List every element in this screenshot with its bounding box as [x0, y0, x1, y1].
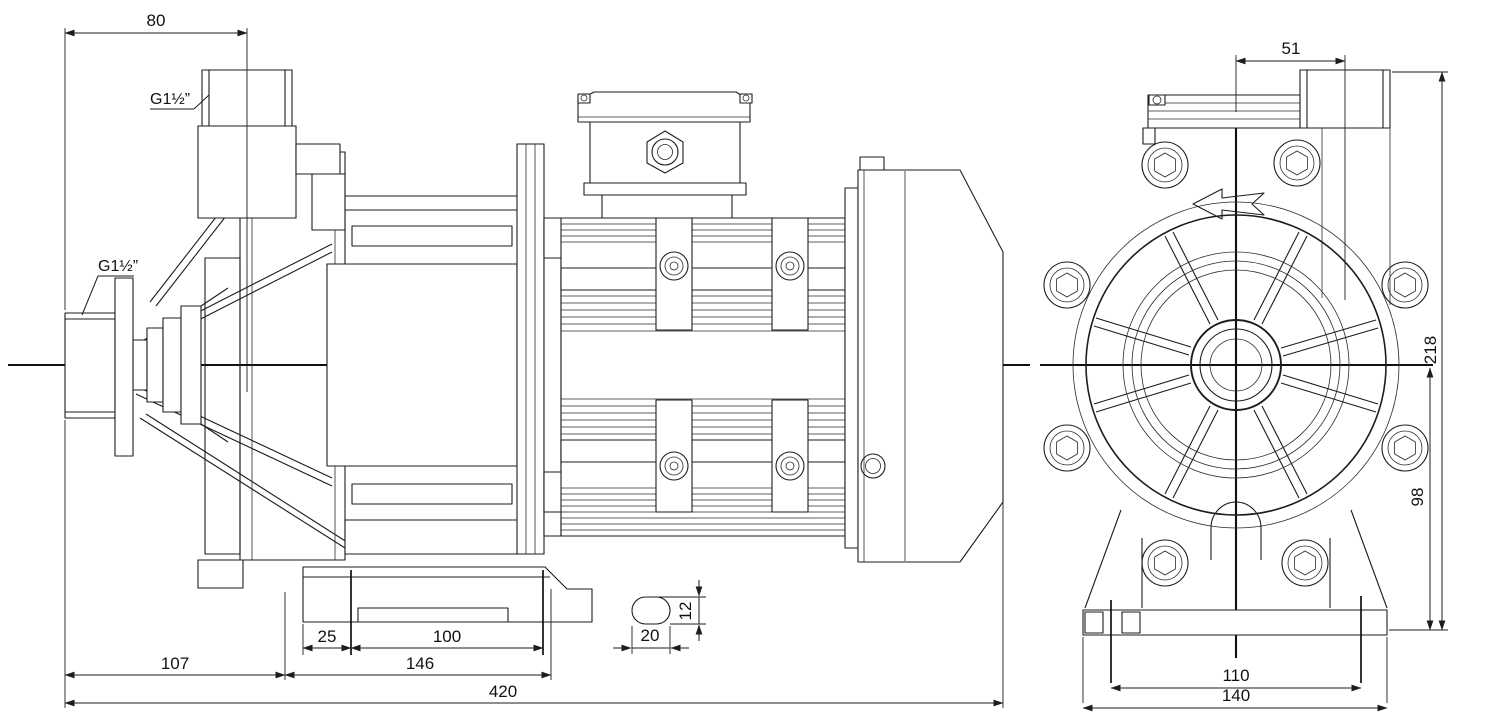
dim-20-text: 20 — [641, 626, 660, 645]
hex-bolt-icon — [1043, 261, 1091, 309]
hex-bolt-icon — [1043, 424, 1091, 472]
rubber-pad — [1121, 611, 1141, 634]
terminal-box — [577, 91, 753, 219]
tie-rod-bosses — [655, 217, 809, 513]
rubber-pad — [1084, 611, 1104, 634]
rotation-arrow-icon — [1192, 188, 1265, 220]
shaft-hub — [1190, 319, 1282, 411]
dimension-51: 51 — [1235, 39, 1346, 300]
dimension-25: 25 — [302, 570, 352, 655]
side-view — [8, 69, 1030, 625]
pump-stage-cones — [132, 175, 351, 549]
suction-port — [64, 277, 134, 457]
dimension-140: 140 — [1082, 637, 1388, 712]
dimension-20: 20 — [613, 626, 689, 654]
lifting-bolt — [859, 156, 885, 171]
hex-bolt-icon — [1381, 261, 1429, 309]
hex-bolt-icon — [1281, 539, 1329, 587]
dimension-420: 420 — [64, 258, 1004, 708]
front-view — [1040, 69, 1433, 658]
dimension-80: 80 — [64, 11, 248, 392]
cover-bolt-icon — [860, 453, 886, 479]
hex-bolt-icon — [1141, 539, 1189, 587]
dim-12-text: 12 — [676, 602, 695, 621]
dimensions: 80 G1½” G1½” 25 100 — [64, 11, 1448, 712]
dimension-110: 110 — [1110, 596, 1362, 692]
dim-100-text: 100 — [433, 627, 461, 646]
dim-25-text: 25 — [318, 627, 337, 646]
dim-51-text: 51 — [1282, 39, 1301, 58]
volute-ribs — [1093, 231, 1379, 499]
dimension-12: 12 — [658, 580, 706, 641]
dim-110-text: 110 — [1222, 666, 1249, 685]
front-top-band — [1142, 94, 1301, 145]
front-feet-base — [1082, 501, 1388, 636]
dim-140-text: 140 — [1222, 686, 1250, 705]
mounting-flange-plate — [516, 143, 545, 555]
discharge-label-text: G1½” — [150, 91, 190, 108]
hex-bolt-icon — [1381, 424, 1429, 472]
fan-cover — [844, 156, 1004, 563]
dim-218-text: 218 — [1421, 336, 1440, 364]
foot-slot-detail — [631, 596, 671, 625]
suction-label-text: G1½” — [98, 258, 138, 275]
lantern-bracket — [326, 195, 519, 555]
discharge-port — [197, 69, 346, 231]
dim-146-text: 146 — [406, 654, 434, 673]
dimension-218: 218 — [1389, 71, 1448, 631]
dim-98-text: 98 — [1408, 488, 1427, 507]
dimension-107: 107 — [64, 420, 286, 708]
volute-casing — [1072, 201, 1400, 529]
dim-80-text: 80 — [147, 11, 166, 30]
dim-420-text: 420 — [489, 682, 517, 701]
cable-gland-icon — [646, 130, 684, 174]
suction-port-label: G1½” — [81, 258, 138, 316]
hex-bolt-icon — [1273, 139, 1321, 187]
dimension-98: 98 — [1408, 367, 1434, 631]
motor — [543, 217, 846, 537]
baseplate-side — [197, 559, 593, 623]
dimension-100: 100 — [350, 570, 544, 655]
hex-bolt-icon — [1141, 141, 1189, 189]
dimension-146: 146 — [284, 589, 552, 680]
discharge-port-label: G1½” — [150, 91, 210, 110]
dim-107-text: 107 — [161, 654, 189, 673]
